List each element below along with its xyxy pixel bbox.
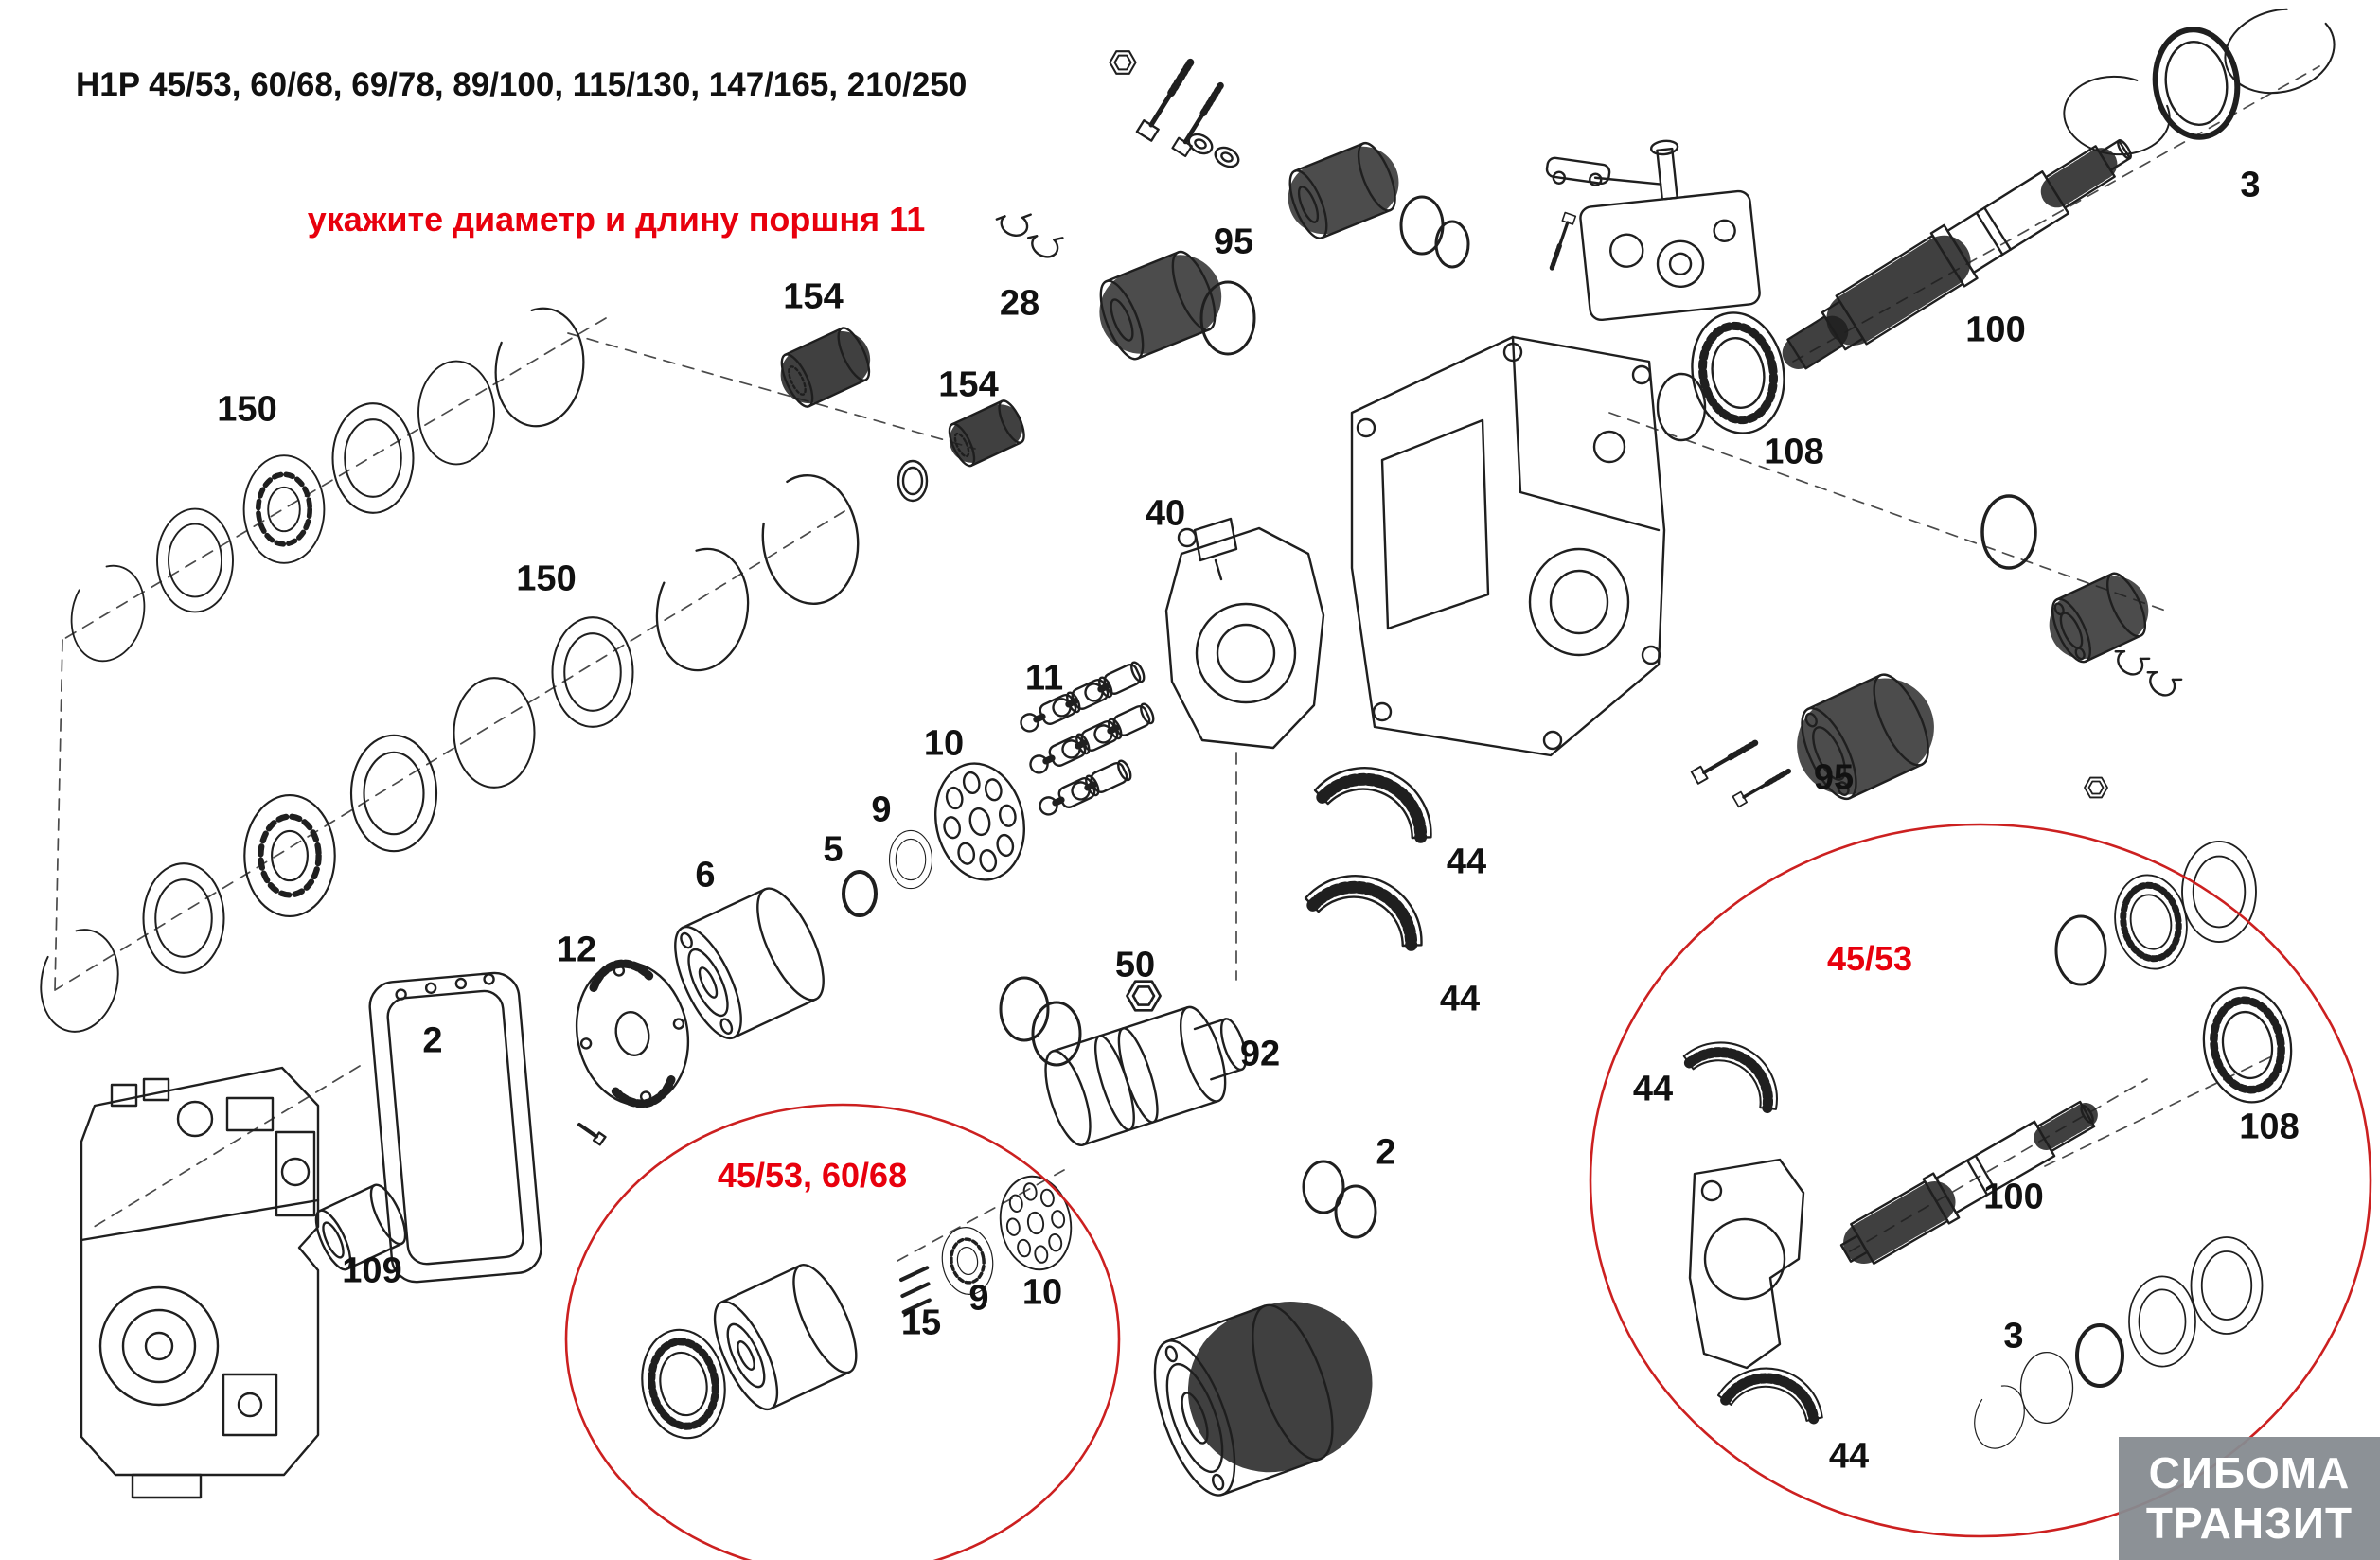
part-label-25-100: 100 (1983, 1177, 2044, 1217)
part-label-15-12: 12 (556, 930, 597, 970)
control-valve-block (1535, 139, 1761, 322)
part-label-29-9: 9 (968, 1278, 989, 1319)
pump-housing (1350, 335, 1666, 757)
part-label-28-15: 15 (900, 1303, 942, 1343)
orings-2-pair (1302, 1160, 1377, 1239)
part-label-34-45-53: 45/53 (1826, 939, 1913, 978)
part-label-21-92: 92 (1239, 1034, 1281, 1074)
part-label-9-40: 40 (1145, 493, 1186, 534)
servo-piston-92 (1044, 1005, 1248, 1146)
part-label-20-50: 50 (1114, 945, 1156, 985)
seal-ring-5 (842, 870, 878, 917)
part-label-6-100: 100 (1965, 310, 2026, 350)
part-label-31-44: 44 (1828, 1436, 1870, 1477)
orings-servo-left (999, 976, 1082, 1067)
valve-plate-12 (575, 959, 690, 1108)
part-label-18-44: 44 (1439, 979, 1481, 1019)
part-label-1-150: 150 (516, 558, 577, 599)
piston-assembly-top (1288, 141, 1399, 239)
part-label-13-5: 5 (823, 829, 844, 870)
stud-small (577, 1123, 607, 1146)
part-label-16-2: 2 (422, 1020, 443, 1061)
part-label-32-укажите-диаметр-и-длину-поршня-11: укажите диаметр и длину поршня 11 (307, 200, 926, 239)
part-label-24-108: 108 (2239, 1107, 2300, 1147)
watermark-line2: ТРАНЗИТ (2145, 1498, 2353, 1548)
part-label-0-150: 150 (217, 389, 277, 430)
drum-assembly (1153, 1302, 1373, 1497)
coupling-154-a (780, 327, 871, 408)
kit-bottom-ellipse (633, 1169, 1079, 1445)
part-label-11-10: 10 (923, 723, 965, 764)
motor-group-95-right (1692, 494, 2184, 807)
group-ellipse-bottom (564, 1103, 1121, 1560)
part-label-17-44: 44 (1446, 842, 1487, 882)
part-label-12-9: 9 (871, 789, 892, 830)
part-label-22-2: 2 (1376, 1132, 1396, 1173)
oring-top-right-2 (1434, 220, 1470, 269)
part-label-14-6: 6 (695, 855, 716, 895)
part-label-10-11: 11 (1024, 658, 1064, 699)
snap-rings-3 (2059, 0, 2345, 160)
part-label-2-154: 154 (783, 276, 844, 317)
kit-right-ellipse (1680, 841, 2300, 1457)
part-label-5-95: 95 (1213, 222, 1254, 262)
shaft-100 (1782, 139, 2132, 370)
group-ellipse-right (1589, 823, 2372, 1538)
oring-95-top (1199, 280, 1256, 356)
part-label-3-154: 154 (938, 364, 999, 405)
part-label-8-3: 3 (2240, 165, 2261, 205)
watermark-line1: СИБОМА (2148, 1448, 2351, 1498)
gasket-2 (368, 971, 542, 1284)
part-label-30-10: 10 (1021, 1272, 1063, 1313)
swashplate-40 (1164, 517, 1325, 750)
part-label-19-95: 95 (1813, 757, 1855, 798)
part-label-27-109: 109 (342, 1250, 402, 1291)
cylinder-block-6 (674, 887, 825, 1040)
page-title: H1P 45/53, 60/68, 69/78, 89/100, 115/130… (76, 66, 968, 103)
part-label-26-3: 3 (2003, 1316, 2024, 1356)
watermark: СИБОМА ТРАНЗИТ (2119, 1437, 2380, 1560)
sleeve-109 (314, 1183, 407, 1271)
part-label-7-108: 108 (1764, 432, 1824, 472)
part-label-33-45-53-60-68: 45/53, 60/68 (717, 1156, 908, 1195)
end-cap-assembly (80, 1066, 320, 1499)
coupling-154-b (948, 399, 1025, 468)
seal-ring-small (897, 459, 929, 503)
ring-near-108 (1656, 372, 1707, 442)
part-label-4-28: 28 (999, 283, 1040, 324)
barrel-95-top (1099, 250, 1222, 361)
part-label-23-44: 44 (1632, 1069, 1674, 1109)
